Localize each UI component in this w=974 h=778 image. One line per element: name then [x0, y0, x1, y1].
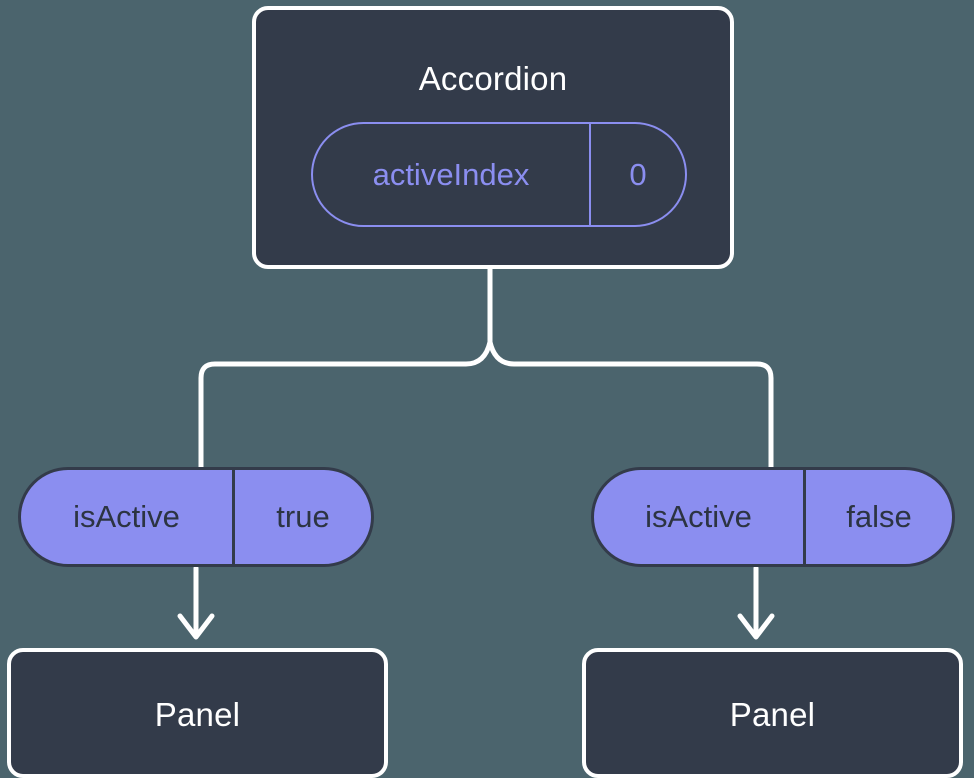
node-panel-left-label: Panel — [154, 696, 241, 733]
prop-pill-isactive-true[interactable]: isActive true — [18, 467, 374, 567]
arrow-right-head-icon — [737, 613, 775, 640]
prop-pill-activeindex[interactable]: activeIndex 0 — [311, 122, 687, 227]
node-panel-left[interactable]: Panel — [7, 648, 388, 778]
node-panel-right[interactable]: Panel — [582, 648, 963, 778]
prop-pill-activeindex-value: 0 — [629, 156, 647, 192]
prop-pill-isactive-true-value: true — [276, 499, 330, 534]
prop-pill-isactive-false[interactable]: isActive false — [591, 467, 955, 567]
prop-pill-isactive-true-key: isActive — [21, 470, 235, 564]
node-panel-right-label: Panel — [729, 696, 816, 733]
prop-pill-isactive-false-key: isActive — [594, 470, 806, 564]
node-accordion[interactable]: Accordion activeIndex 0 — [252, 6, 734, 269]
prop-pill-isactive-false-value: false — [846, 499, 912, 534]
node-accordion-label: Accordion — [418, 60, 568, 97]
arrow-left-head-icon — [177, 613, 215, 640]
connector-branch-left — [198, 339, 493, 470]
connector-branch-right — [487, 339, 774, 470]
prop-pill-activeindex-key: activeIndex — [313, 124, 591, 225]
